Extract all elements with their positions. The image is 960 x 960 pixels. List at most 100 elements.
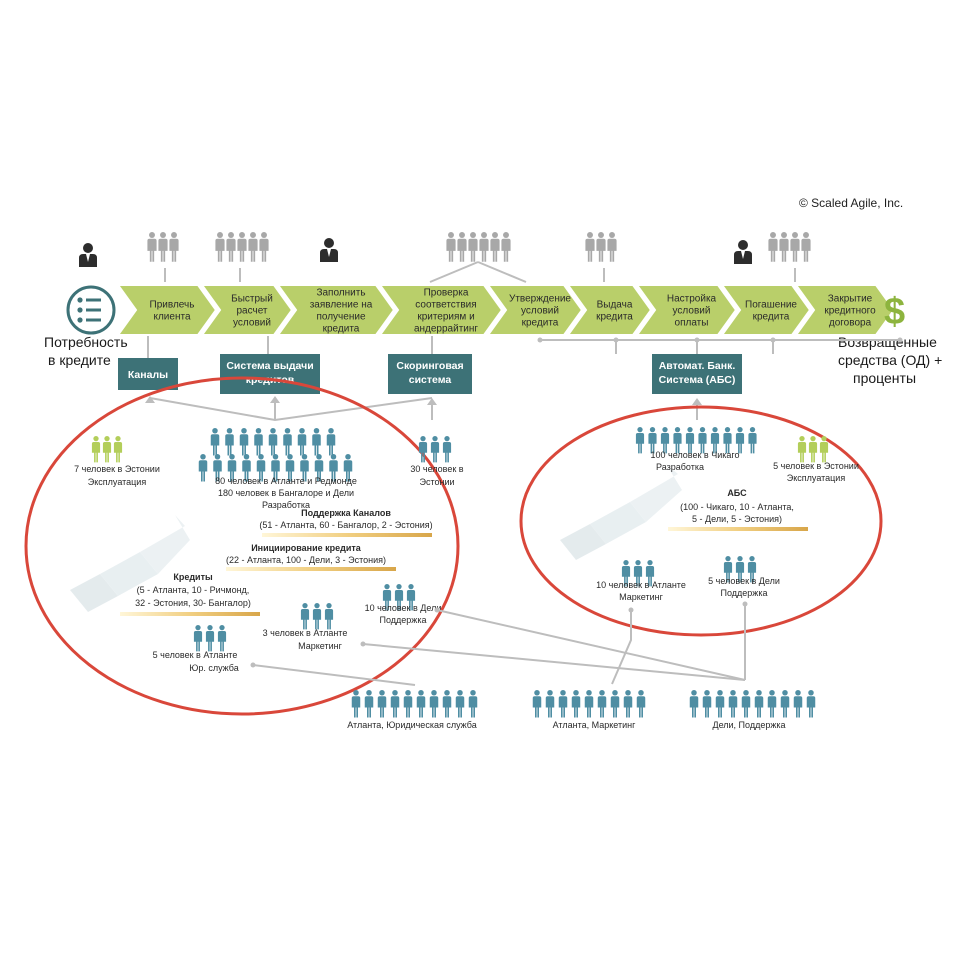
top-people-group [79, 232, 811, 267]
pool-atl-marketing-label: Атланта, Маркетинг [553, 720, 636, 730]
right-delhi-support-line-1: 5 человек в Дели [708, 576, 780, 586]
value-stream-step-7-line-3: оплаты [675, 318, 709, 329]
operations-person-icon [801, 232, 811, 262]
operations-person-icon [790, 232, 800, 262]
operations-person-icon [585, 232, 595, 262]
art-origination-detail: (22 - Атланта, 100 - Дели, 3 - Эстония) [226, 555, 386, 565]
operations-person-icon [226, 232, 236, 262]
pool-person-icon [390, 690, 400, 718]
value-stream-step-8 [720, 284, 812, 336]
dev-person-icon [285, 454, 295, 482]
art-origination-title: Инициирование кредита [251, 543, 362, 553]
value-stream-step-3 [276, 284, 396, 336]
connector-dots [537, 337, 903, 343]
value-stream-step-3-line-2: заявление на [310, 300, 373, 311]
legal-person-icon [205, 625, 215, 652]
system-abs-line-2: Система (АБС) [659, 374, 736, 386]
art-abs-detail-1: (100 - Чикаго, 10 - Атланта, [680, 502, 794, 512]
value-stream-step-4-line-3: критериям и [417, 312, 474, 323]
left-estonia-ops-line-2: Эксплуатация [88, 477, 147, 487]
right-atl-marketing-line-1: 10 человек в Атланте [596, 580, 686, 590]
support-person-icon [394, 584, 404, 611]
marketing-person-icon [312, 603, 322, 630]
system-channels: Каналы [118, 358, 178, 390]
dev-person-icon [242, 454, 251, 482]
operations-person-icon [479, 232, 489, 262]
operations-person-icon [468, 232, 478, 262]
system-abs: Автомат. Банк. Система (АБС) [652, 354, 742, 394]
dev-person-icon [660, 427, 670, 454]
end-label-line-3: проценты [853, 370, 916, 386]
support-person-icon [735, 556, 745, 583]
team-person-icon [430, 436, 440, 463]
system-loan-origination: Система выдачи кредитов [220, 354, 320, 394]
support-person-icon [723, 556, 733, 583]
pool-person-icon [468, 690, 478, 718]
dev-person-icon [300, 454, 309, 482]
pool-person-icon [728, 690, 738, 718]
left-train-arrow [70, 515, 190, 612]
art-abs-title: АБС [727, 488, 747, 498]
operations-person-icon [768, 232, 778, 262]
legal-person-icon [193, 625, 203, 652]
left-estonia-30-line-1: 30 человек в [410, 464, 463, 474]
customer-suit-icon [79, 243, 97, 267]
customer-suit-icon [734, 240, 752, 264]
dev-person-icon [225, 428, 234, 456]
dev-person-icon [685, 427, 695, 454]
pool-delhi-support-label: Дели, Поддержка [712, 720, 785, 730]
operations-person-icon [446, 232, 456, 262]
dev-person-icon [254, 428, 263, 456]
operations-person-icon [215, 232, 225, 262]
left-atl-marketing-line-2: Маркетинг [298, 641, 342, 651]
value-stream-step-5 [486, 284, 584, 336]
pool-person-icon [532, 690, 542, 718]
pool-person-icon [741, 690, 751, 718]
pool-person-icon [793, 690, 803, 718]
support-person-icon [747, 556, 757, 583]
support-person-icon [406, 584, 416, 611]
system-scoring-line-2: система [409, 374, 452, 386]
marketing-person-icon [645, 560, 655, 587]
operations-person-icon [779, 232, 789, 262]
value-stream-step-6-line-2: кредита [596, 312, 633, 323]
operations-person-icon [237, 232, 247, 262]
value-stream-step-9-line-3: договора [829, 318, 872, 329]
value-stream-step-4 [378, 284, 504, 336]
dev-person-icon [698, 427, 707, 454]
value-stream-step-5-line-1: Утверждение [509, 294, 571, 305]
pool-connector-dots [250, 601, 748, 668]
dev-person-icon [297, 428, 307, 456]
dev-person-icon [210, 428, 220, 456]
pool-person-icon [403, 690, 413, 718]
value-stream-step-2 [200, 284, 294, 336]
ops-person-icon [102, 436, 112, 463]
dollar-icon: $ [884, 291, 905, 333]
pool-connectors [252, 604, 746, 686]
value-stream-step-3-line-3: получение [316, 312, 365, 323]
left-atl-legal-line-2: Юр. служба [189, 663, 239, 673]
operations-person-icon [607, 232, 617, 262]
pool-person-icon [558, 690, 568, 718]
value-stream-step-4-line-4: андеррайтинг [414, 324, 478, 335]
left-dev-line-2: 180 человек в Бангалоре и Дели [218, 488, 354, 498]
value-stream-step-9-line-2: кредитного [824, 306, 876, 317]
dev-person-icon [227, 454, 237, 482]
start-label-line-2: в кредите [48, 352, 111, 368]
value-stream-step-9 [794, 284, 896, 336]
dev-person-icon [239, 428, 249, 456]
value-stream-step-7 [635, 284, 738, 336]
left-estonia-ops-line-1: 7 человек в Эстонии [74, 464, 160, 474]
channels-support-bar [262, 533, 432, 537]
pool-person-icon [571, 690, 581, 718]
value-stream-step-9-line-1: Закрытие [828, 294, 873, 305]
pool-person-icon [806, 690, 816, 718]
team-person-icon [418, 436, 428, 463]
pool-person-icon [597, 690, 607, 718]
value-stream-step-1 [116, 284, 218, 336]
top-connectors [164, 261, 796, 283]
left-delhi-support-line-2: Поддержка [380, 615, 427, 625]
marketing-person-icon [300, 603, 310, 630]
operations-person-icon [490, 232, 500, 262]
dev-person-icon [648, 427, 657, 454]
